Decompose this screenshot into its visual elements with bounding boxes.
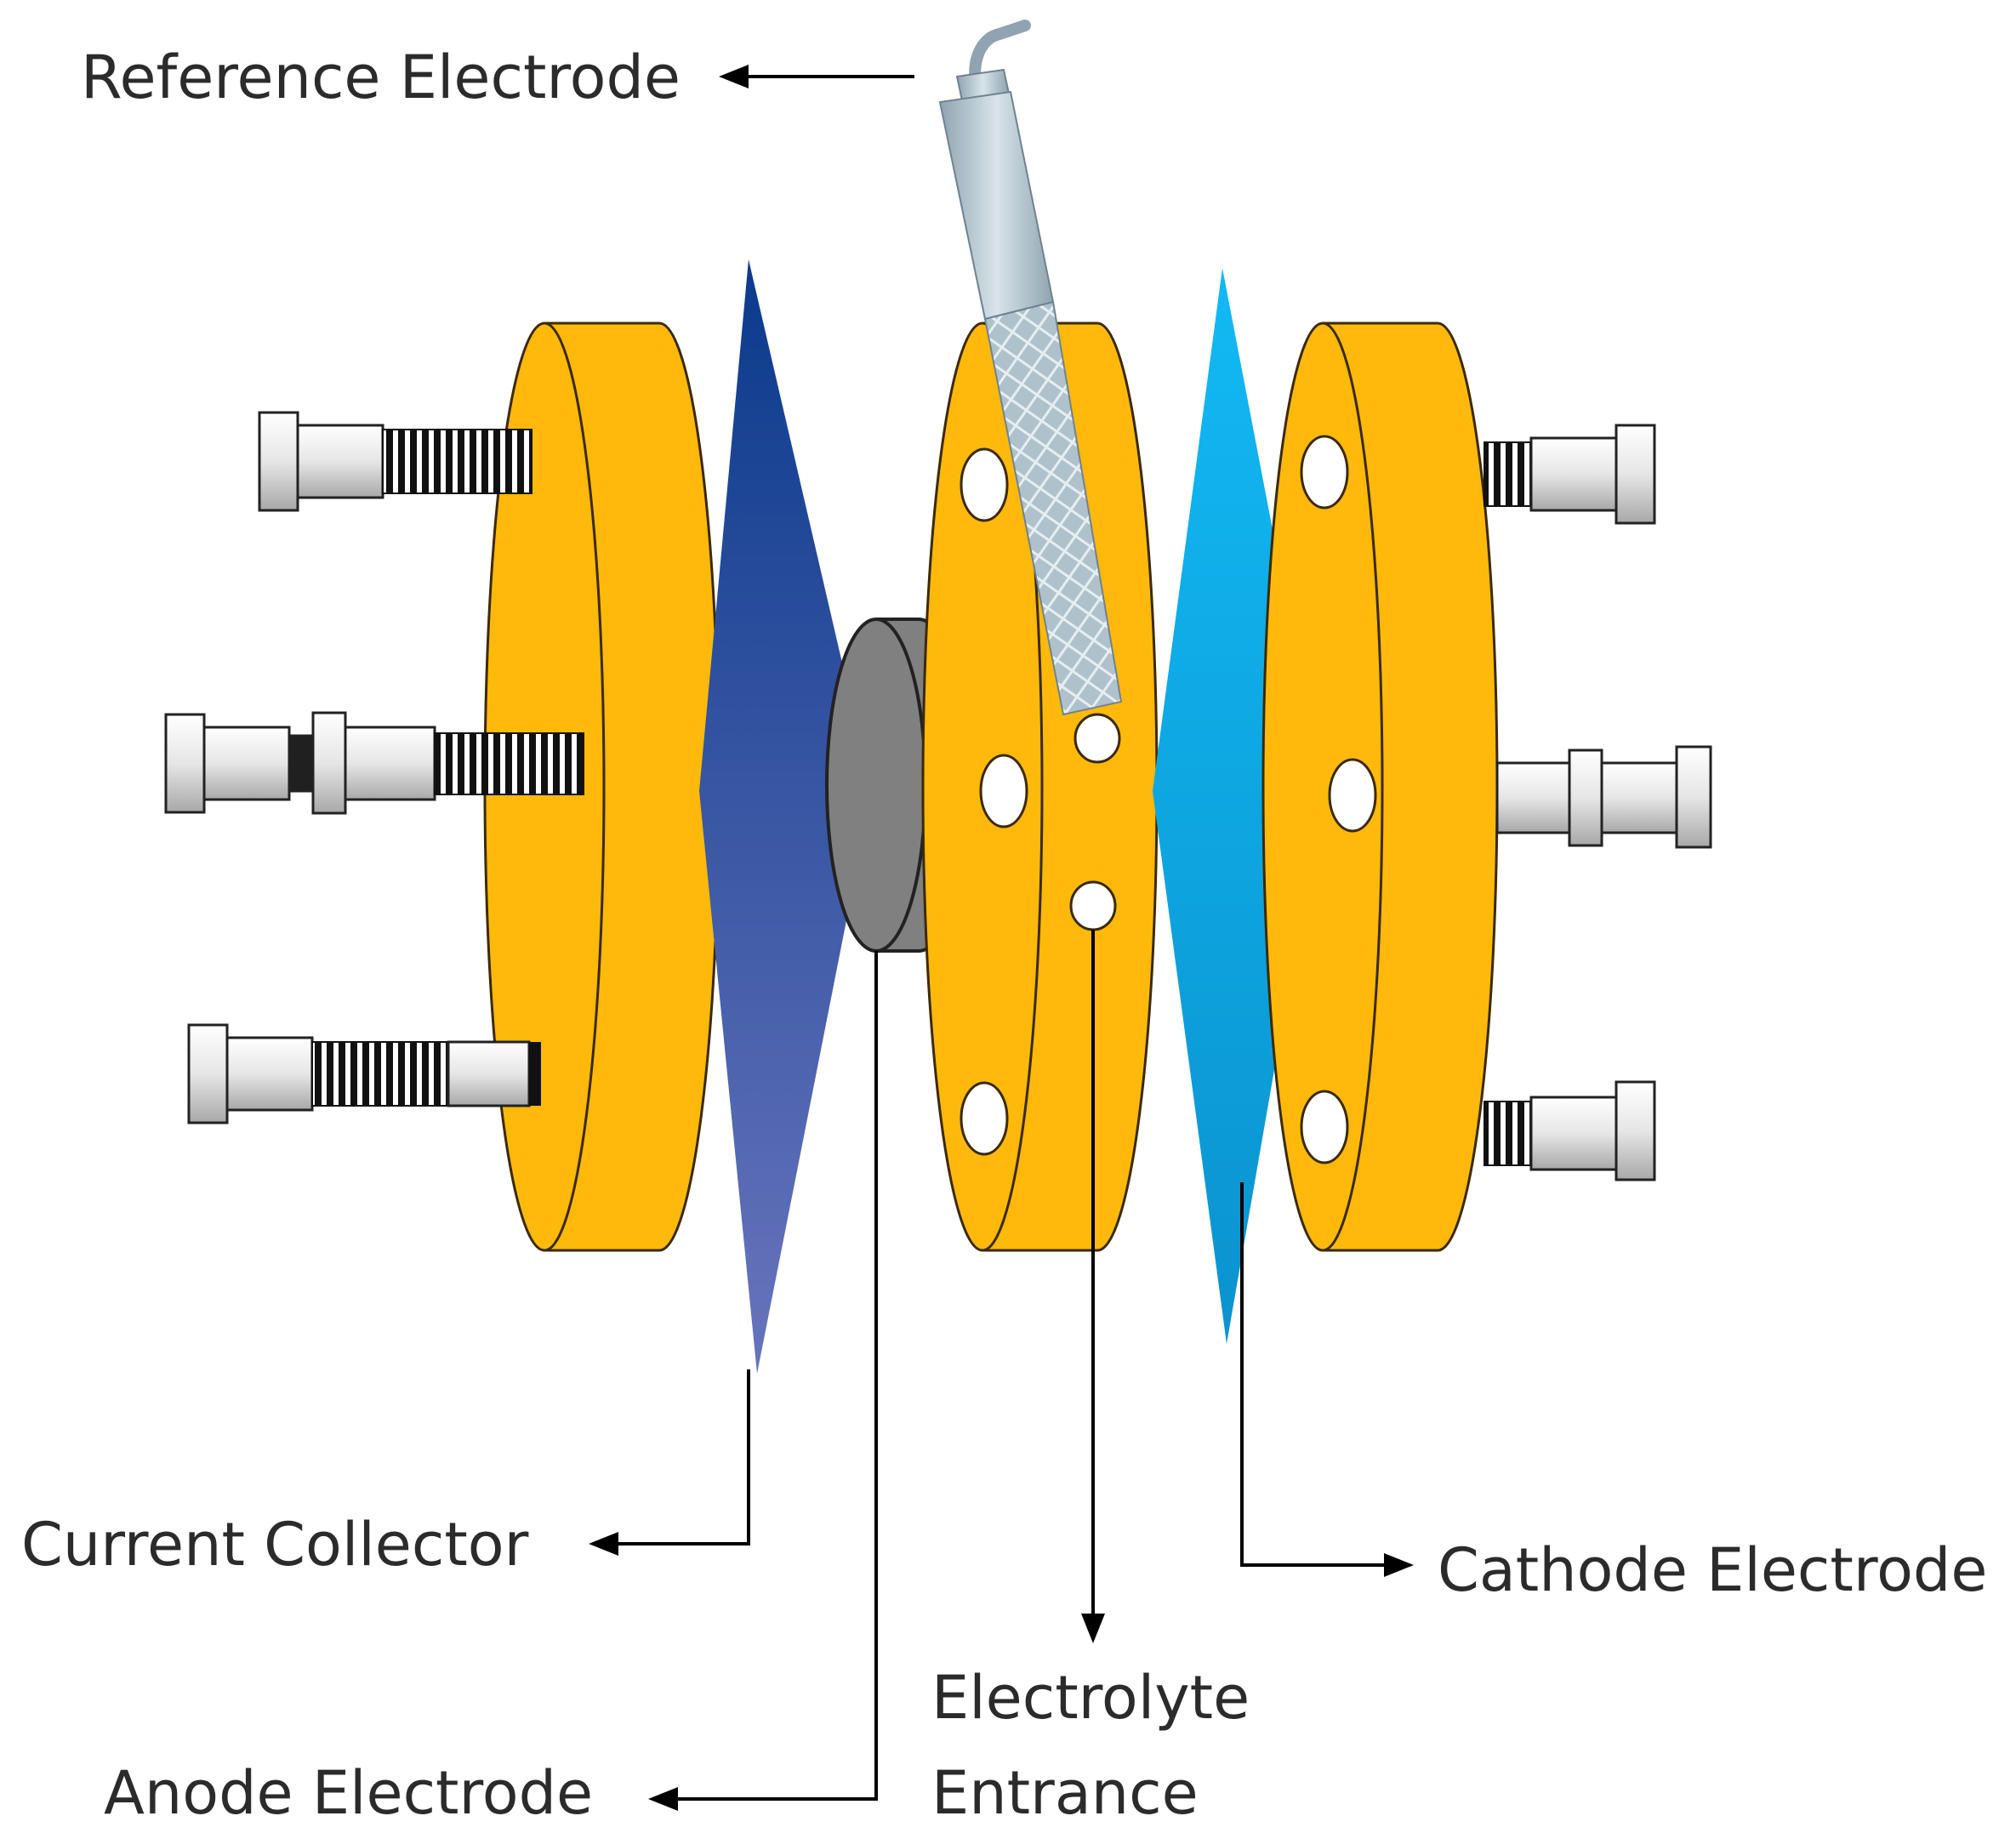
left-end-plate [483,322,720,1252]
leader-electrolyte-entrance [1081,930,1105,1643]
label-anode-electrode: Anode Electrode [104,1758,593,1828]
label-reference-electrode: Reference Electrode [81,43,681,112]
left-bottom-bolt-icon [187,1023,541,1124]
right-top-bolt-icon [1484,424,1656,525]
right-plate-hole-top [1300,435,1349,509]
current-collector-sheet [699,259,872,1374]
leader-reference-electrode [719,65,914,88]
electrolyte-port-upper [1073,713,1121,764]
leader-cathode-electrode [1240,1182,1414,1577]
electrolyte-entrance-port [1069,880,1117,931]
right-bottom-bolt-icon [1484,1080,1656,1181]
reference-probe-icon [938,20,1123,716]
label-electrolyte-entrance-line2: Entrance [931,1758,1199,1828]
middle-plate [921,322,1159,1252]
left-top-bolt-icon [258,411,532,512]
leader-anode-electrode [648,951,878,1811]
right-end-plate [1261,322,1499,1252]
label-cathode-electrode: Cathode Electrode [1438,1535,1987,1605]
left-middle-bolt-icon [164,711,584,815]
cathode-electrode-sheet [1153,268,1323,1344]
right-middle-bolt-icon [1495,745,1712,849]
label-electrolyte-entrance-line1: Electrolyte [931,1663,1250,1733]
middle-plate-hole-bottom [960,1081,1009,1156]
right-plate-hole-bottom [1300,1090,1349,1164]
middle-plate-hole-top [960,447,1009,522]
right-plate-hole-middle [1328,758,1377,833]
label-current-collector: Current Collector [21,1510,529,1580]
leader-current-collector [589,1369,750,1556]
middle-plate-hole-middle [979,754,1028,828]
